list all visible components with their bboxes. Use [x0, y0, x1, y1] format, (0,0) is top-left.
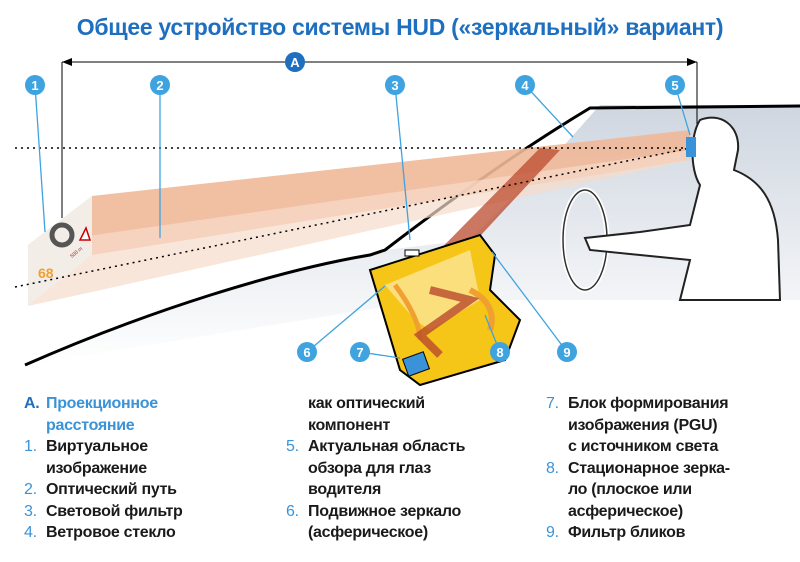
legend-num: 2.	[24, 481, 37, 498]
legend-num: 5.	[286, 438, 299, 455]
legend-num: 7.	[546, 395, 559, 412]
legend-label: Световой фильтр	[46, 502, 183, 520]
legend-label: Оптический путь	[46, 481, 177, 498]
legend-item-2: 2. Оптический путь	[24, 479, 183, 501]
pgu-block	[401, 351, 431, 377]
callout-4: 4	[515, 75, 535, 95]
legend-num: 1.	[24, 438, 37, 455]
svg-text:4: 4	[521, 78, 529, 93]
svg-text:8: 8	[496, 345, 503, 360]
eyebox	[686, 137, 696, 157]
legend-num: 4.	[24, 524, 37, 541]
driver-silhouette	[583, 116, 782, 301]
callout-1: 1	[25, 75, 45, 95]
svg-text:A: A	[290, 55, 300, 70]
callout-2: 2	[150, 75, 170, 95]
callout-8: 8	[490, 342, 510, 362]
callout-9: 9	[557, 342, 577, 362]
legend-label: Ветровое стекло	[46, 524, 176, 541]
legend-item-6: 6. Подвижное зеркало(асферическое)	[286, 501, 465, 544]
legend-num: 6.	[286, 502, 299, 520]
roundabout-icon	[49, 222, 75, 248]
virtual-image-speed: 68	[38, 265, 54, 281]
callout-6: 6	[297, 342, 317, 362]
svg-text:7: 7	[356, 345, 363, 360]
svg-text:1: 1	[31, 78, 38, 93]
callout-A: A	[285, 52, 305, 72]
glare-filter	[404, 249, 420, 257]
sight-line-lower	[14, 147, 691, 288]
hud-unit	[368, 233, 522, 387]
page-title: Общее устройство системы HUD («зеркальны…	[76, 14, 724, 40]
legend-num: 3.	[24, 502, 37, 520]
svg-text:6: 6	[303, 345, 310, 360]
svg-text:3: 3	[391, 78, 398, 93]
warning-sign-icon	[78, 226, 92, 241]
legend-item-4: 4. Ветровое стекло	[24, 522, 183, 544]
legend-label: Подвижное зеркало(асферическое)	[308, 502, 461, 542]
callout-3: 3	[385, 75, 405, 95]
svg-text:9: 9	[563, 345, 570, 360]
virtual-image	[28, 196, 92, 306]
svg-text:5: 5	[671, 78, 678, 93]
legend-label: Фильтр бликов	[568, 524, 686, 541]
callout-5: 5	[665, 75, 685, 95]
legend-num: 8.	[546, 459, 559, 477]
svg-text:2: 2	[156, 78, 163, 93]
legend-num: A.	[24, 395, 40, 412]
legend-item-3: 3. Световой фильтр	[24, 501, 183, 523]
stationary-mirror	[468, 287, 495, 331]
legend-item-9: 9. Фильтр бликов	[546, 522, 730, 544]
callout-7: 7	[350, 342, 370, 362]
legend-num: 9.	[546, 524, 559, 541]
